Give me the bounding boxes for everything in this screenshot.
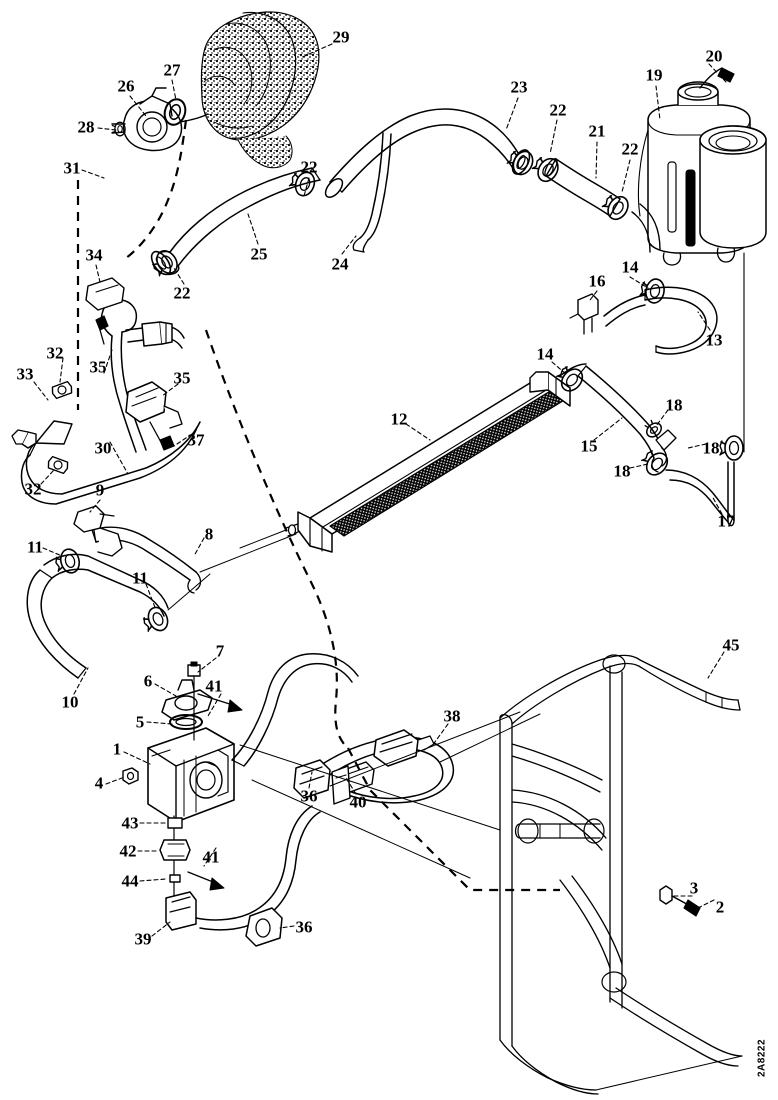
water-pump-housing (111, 87, 209, 152)
callout-number: 4 (94, 773, 104, 793)
callout-number: 38 (443, 706, 461, 726)
clamp-14-upper (638, 275, 667, 306)
clamp-11-right (139, 603, 173, 637)
callout-number: 16 (588, 271, 606, 291)
clamp-18-right (719, 435, 744, 461)
hose-41-lower (195, 805, 321, 931)
callout-number: 26 (117, 76, 135, 96)
callout-number: 31 (63, 158, 81, 178)
callout-number: 30 (94, 438, 112, 458)
callout-number: 18 (665, 395, 683, 415)
callout-number: 11 (131, 568, 149, 588)
callout-number: 32 (46, 343, 64, 363)
callout-number: 18 (702, 438, 720, 458)
fitting-36-bottom (245, 907, 283, 947)
oring-5 (169, 714, 203, 730)
bracket-9 (73, 505, 123, 557)
leader-lines (33, 43, 727, 937)
callout-number: 34 (85, 245, 103, 265)
oil-cooler-12 (285, 363, 587, 553)
callout-number: 24 (331, 254, 349, 274)
pump-seal-27 (163, 98, 187, 126)
callout-number: 9 (95, 480, 105, 500)
callout-number: 14 (536, 344, 554, 364)
callout-number: 37 (187, 430, 205, 450)
callout-number: 39 (134, 929, 152, 949)
hose-23 (324, 108, 538, 199)
callout-number: 29 (332, 27, 350, 47)
callout-number: 13 (705, 330, 723, 350)
bracket-16 (569, 293, 599, 335)
callout-number: 17 (717, 511, 735, 531)
callout-number: 2 (715, 897, 725, 917)
flange-6 (161, 679, 213, 721)
fastener-stack (159, 815, 197, 931)
callout-number: 22 (549, 100, 567, 120)
callout-number: 36 (295, 917, 313, 937)
sheet-code: 2A8222 (756, 1038, 768, 1078)
clamp-11-left (52, 546, 83, 578)
plate-40 (331, 765, 351, 805)
callout-number: 20 (705, 46, 723, 66)
nut-4 (122, 767, 139, 785)
tube-24 (352, 132, 392, 253)
connector-block-35 (125, 381, 183, 451)
callout-number: 25 (250, 244, 268, 264)
expansion-tank-19 (647, 81, 767, 453)
callout-number: 18 (613, 461, 631, 481)
callout-number: 21 (588, 121, 606, 141)
marker-41-lower (187, 871, 225, 891)
callout-number: 33 (16, 364, 34, 384)
hose-25 (147, 167, 321, 281)
frame-structure (499, 654, 743, 1095)
hose-41-upper (231, 653, 359, 767)
callout-number: 7 (215, 641, 225, 661)
callout-number: 41 (205, 676, 223, 696)
callout-number: 27 (163, 60, 181, 80)
callout-number: 41 (202, 847, 220, 867)
clamp-18-mid (637, 445, 673, 480)
callout-number: 28 (77, 117, 95, 137)
assembly-dashed-lines (76, 119, 560, 892)
clip-32-lower (47, 455, 69, 475)
pipe-fitting-upper (125, 321, 185, 349)
callout-number: 8 (204, 524, 214, 544)
callout-number: 42 (119, 841, 137, 861)
hose-17 (665, 461, 735, 527)
callout-number: 3 (689, 878, 699, 898)
callout-number: 44 (121, 871, 139, 891)
fitting-36-mid (293, 759, 331, 799)
callout-number: 32 (24, 479, 42, 499)
callout-number: 35 (173, 368, 191, 388)
callout-number: 11 (26, 537, 44, 557)
callout-number: 22 (300, 157, 318, 177)
callout-number: 5 (135, 712, 145, 732)
callout-number: 10 (61, 692, 79, 712)
pipe-21 (544, 157, 621, 217)
callout-number: 22 (621, 139, 639, 159)
callout-number: 36 (300, 786, 318, 806)
bolt-7 (187, 661, 201, 741)
pump-assembly-1 (147, 727, 235, 823)
callout-number: 15 (580, 436, 598, 456)
callout-number: 14 (621, 257, 639, 277)
callout-number: 23 (510, 77, 528, 97)
callout-number: 43 (121, 813, 139, 833)
tank-cap-20 (699, 67, 735, 89)
callout-number: 1 (112, 739, 122, 759)
tube-30 (11, 420, 201, 505)
clip-32-upper (51, 380, 73, 400)
callout-number: 12 (390, 409, 408, 429)
hose-13 (603, 286, 718, 355)
reference-lines (167, 529, 541, 879)
callout-number: 19 (645, 65, 663, 85)
callout-number: 22 (173, 283, 191, 303)
callout-number: 40 (349, 792, 367, 812)
callout-number: 35 (89, 357, 107, 377)
callout-number: 45 (722, 635, 740, 655)
callout-number: 6 (143, 671, 153, 691)
engine-assembly (200, 11, 320, 169)
